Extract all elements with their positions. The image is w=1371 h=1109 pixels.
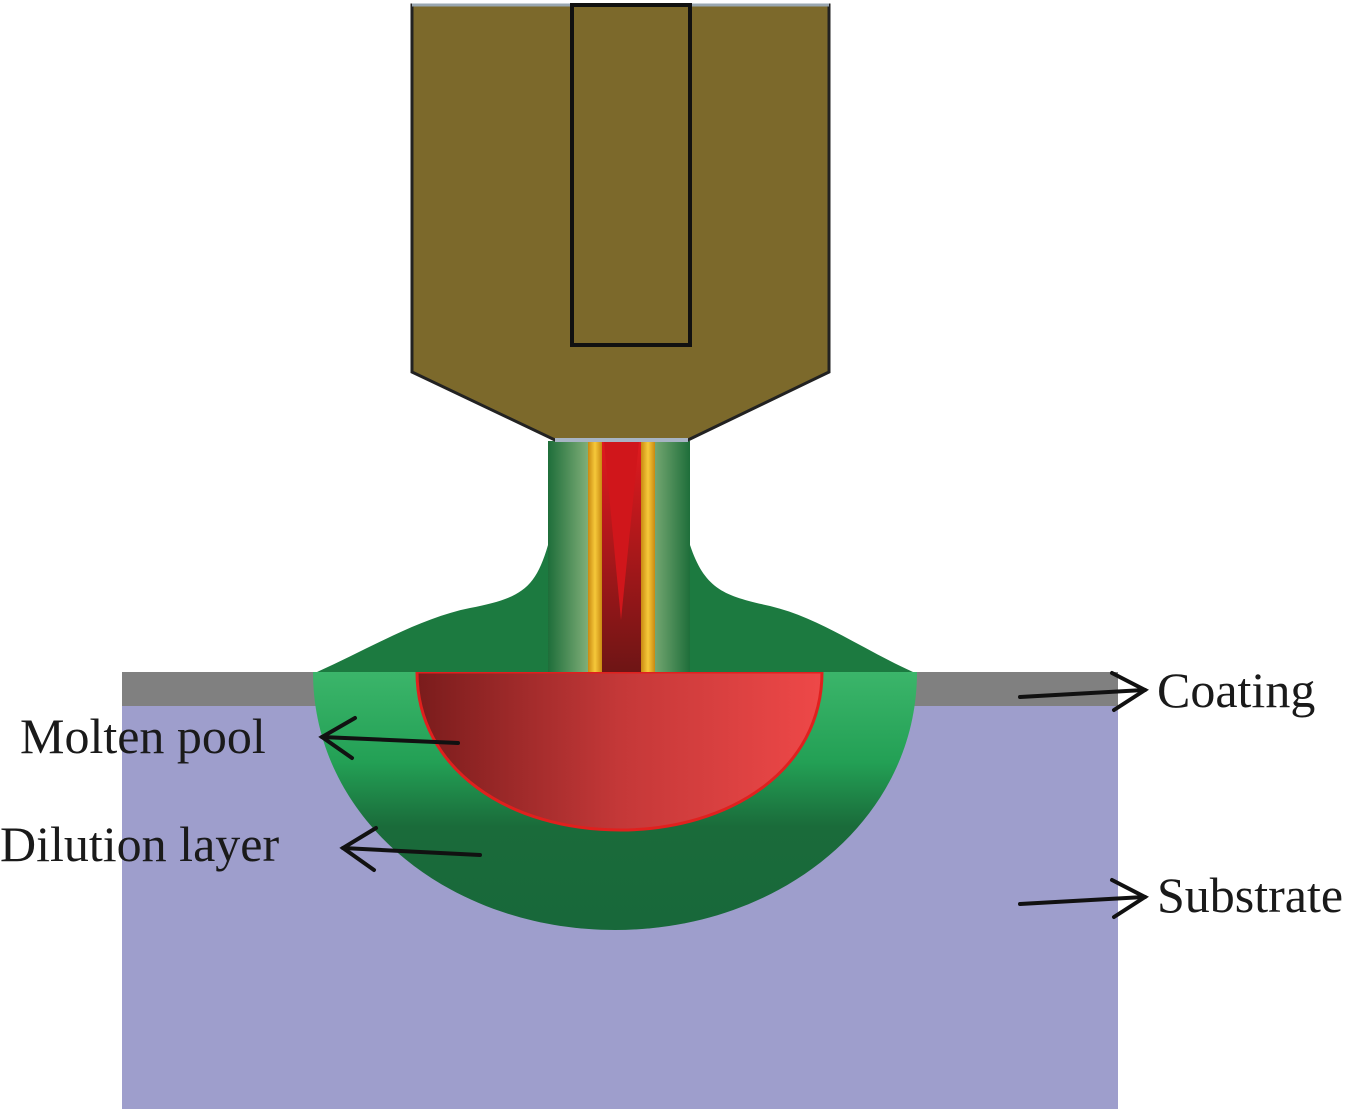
clad-bead (317, 545, 548, 672)
arrow-substrate (1018, 878, 1149, 919)
powder-stream-left (548, 441, 588, 672)
laser-beam-core (604, 441, 639, 620)
arrow-coating (1018, 671, 1149, 712)
powder-feed-right (641, 441, 655, 672)
molten-pool (415, 670, 824, 832)
powder-feed-left (588, 441, 602, 672)
powder-stream-right (650, 441, 690, 672)
cladding-nozzle (410, 3, 831, 442)
label-molten-pool: Molten pool (20, 708, 266, 764)
clad-bead-right (690, 545, 913, 672)
label-dilution-layer: Dilution layer (0, 816, 279, 872)
arrow-dilution-layer (339, 826, 482, 872)
nozzle-inner-channel (570, 3, 692, 347)
label-coating: Coating (1157, 662, 1315, 718)
label-substrate: Substrate (1157, 867, 1343, 923)
arrow-molten-pool (318, 716, 460, 760)
